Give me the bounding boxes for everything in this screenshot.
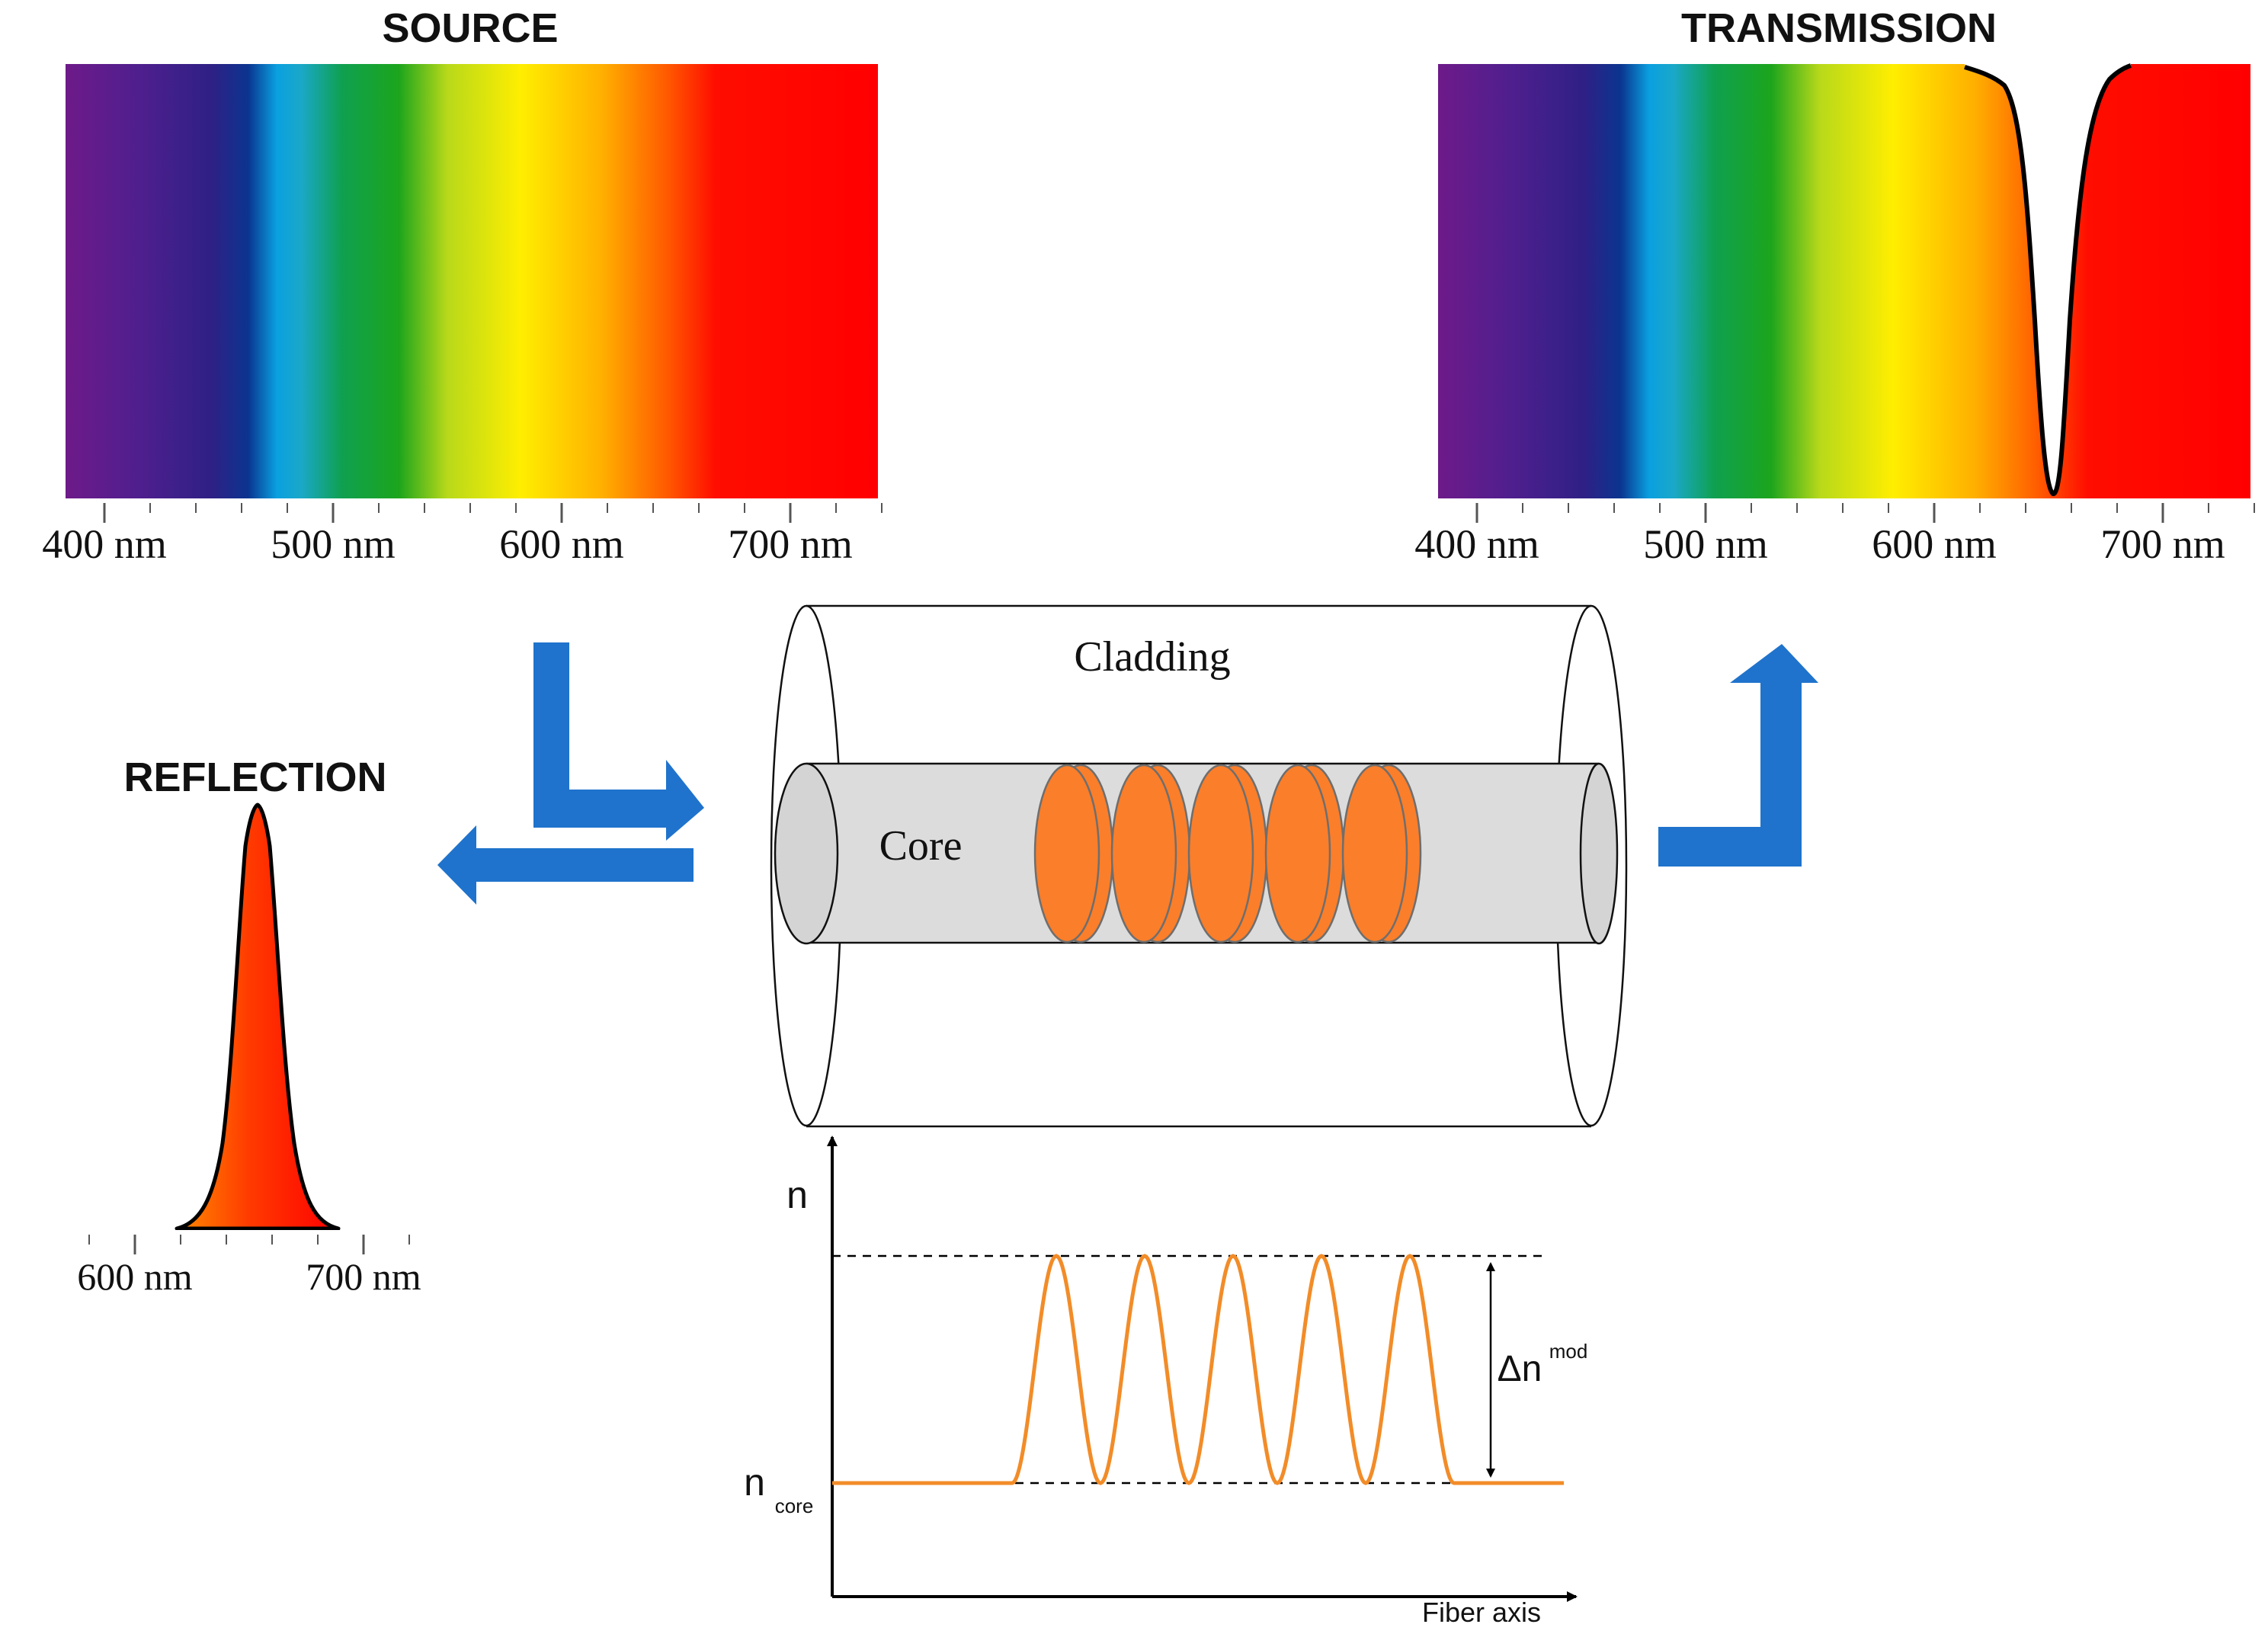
bragg-gratings (1033, 764, 1422, 943)
reflection-title: REFLECTION (124, 754, 387, 800)
source-wavelength-axis: 400 nm 500 nm 600 nm 700 nm (42, 503, 883, 567)
source-tick-label: 700 nm (728, 521, 853, 567)
transmission-tick-label: 500 nm (1643, 521, 1768, 567)
source-spectrum (66, 64, 878, 498)
grating-disc (1033, 764, 1100, 943)
input-light-arrow (533, 642, 704, 841)
reflection-tick-label: 600 nm (77, 1255, 193, 1298)
cladding-label: Cladding (1074, 633, 1230, 681)
transmission-tick-label: 600 nm (1872, 521, 1997, 567)
grating-disc (1341, 764, 1408, 943)
reflected-light-arrow (437, 825, 694, 905)
reflection-panel: REFLECTION 600 nm 700 nm (77, 754, 427, 1298)
core-label: Core (879, 822, 963, 870)
transmission-notch (1965, 64, 2131, 495)
transmission-panel: TRANSMISSION 400 nm 500 nm 600 nm 700 nm (1414, 5, 2255, 567)
source-title: SOURCE (382, 5, 558, 51)
source-tick-label: 600 nm (499, 521, 624, 567)
transmission-tick-label: 700 nm (2100, 521, 2225, 567)
index-modulation-curve (832, 1254, 1564, 1485)
reflection-peak (175, 802, 341, 1231)
core-left-end (774, 762, 839, 945)
fiber-axis-label: Fiber axis (1422, 1597, 1541, 1628)
transmitted-light-arrow (1658, 644, 1818, 867)
optical-fiber: Cladding Core (770, 604, 1628, 1128)
reflection-tick-label: 700 nm (306, 1255, 421, 1298)
source-panel: SOURCE 400 nm 500 nm 600 nm 700 nm (42, 5, 883, 567)
arrows (437, 642, 1818, 905)
transmission-tick-label: 400 nm (1414, 521, 1539, 567)
grating-disc (1187, 764, 1254, 943)
delta-n-superscript: mod (1549, 1340, 1588, 1363)
grating-disc (1110, 764, 1177, 943)
delta-n-label: Δn (1498, 1349, 1542, 1389)
source-tick-label: 400 nm (42, 521, 167, 567)
n-core-subscript: core (775, 1494, 814, 1517)
transmission-title: TRANSMISSION (1681, 5, 1997, 51)
n-axis-label: n (786, 1174, 808, 1216)
grating-disc (1264, 764, 1331, 943)
transmission-dip-curve (1964, 63, 2132, 496)
n-core-label: n (744, 1461, 765, 1504)
source-tick-label: 500 nm (271, 521, 396, 567)
core-right-end (1579, 762, 1619, 945)
index-profile-plot: n n core Δn mod Fiber axis (744, 1136, 1588, 1628)
reflection-wavelength-axis: 600 nm 700 nm (77, 1235, 421, 1298)
transmission-spectrum (1438, 64, 2250, 498)
transmission-wavelength-axis: 400 nm 500 nm 600 nm 700 nm (1414, 503, 2255, 567)
